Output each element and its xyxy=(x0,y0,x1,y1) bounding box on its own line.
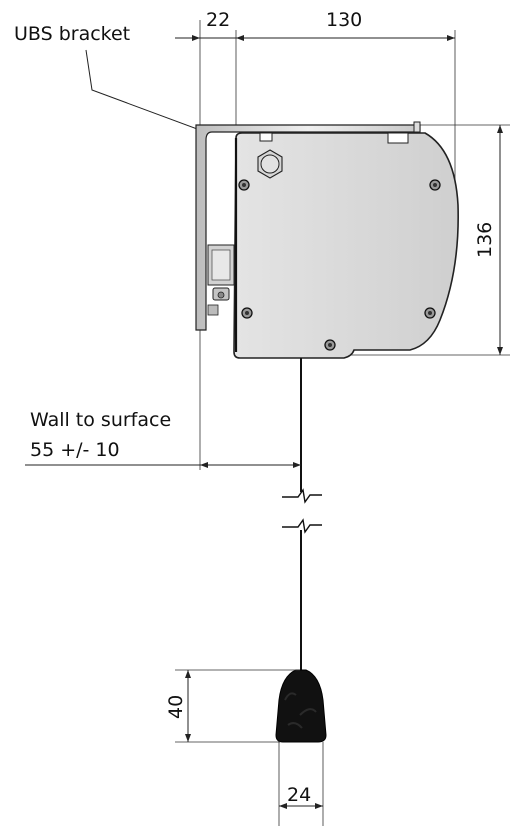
right-dimension: 136 xyxy=(350,124,510,356)
dim-weight-width: 24 xyxy=(287,784,311,806)
cable xyxy=(282,358,322,672)
dim-weight-height: 40 xyxy=(165,695,187,719)
dim-bracket-width: 22 xyxy=(206,9,230,31)
bracket-callout: UBS bracket xyxy=(14,23,209,134)
top-dimensions: 22 130 xyxy=(175,9,456,470)
wall-label-line1: Wall to surface xyxy=(30,409,171,431)
ubs-bracket xyxy=(195,121,421,331)
wall-label-line2: 55 +/- 10 xyxy=(30,439,120,461)
weight-width-dimension: 24 xyxy=(278,742,324,826)
wall-surface-dimension: Wall to surface 55 +/- 10 xyxy=(25,409,301,468)
screw-icon xyxy=(429,179,441,191)
screw-icon xyxy=(238,179,250,191)
cable-weight xyxy=(275,669,327,743)
reel-housing xyxy=(233,132,459,359)
screw-icon xyxy=(424,307,436,319)
screw-icon xyxy=(324,339,336,351)
dim-body-width: 130 xyxy=(326,9,362,31)
weight-height-dimension: 40 xyxy=(165,669,300,743)
screw-icon xyxy=(241,307,253,319)
dim-body-height: 136 xyxy=(474,222,496,258)
bracket-label: UBS bracket xyxy=(14,23,130,45)
